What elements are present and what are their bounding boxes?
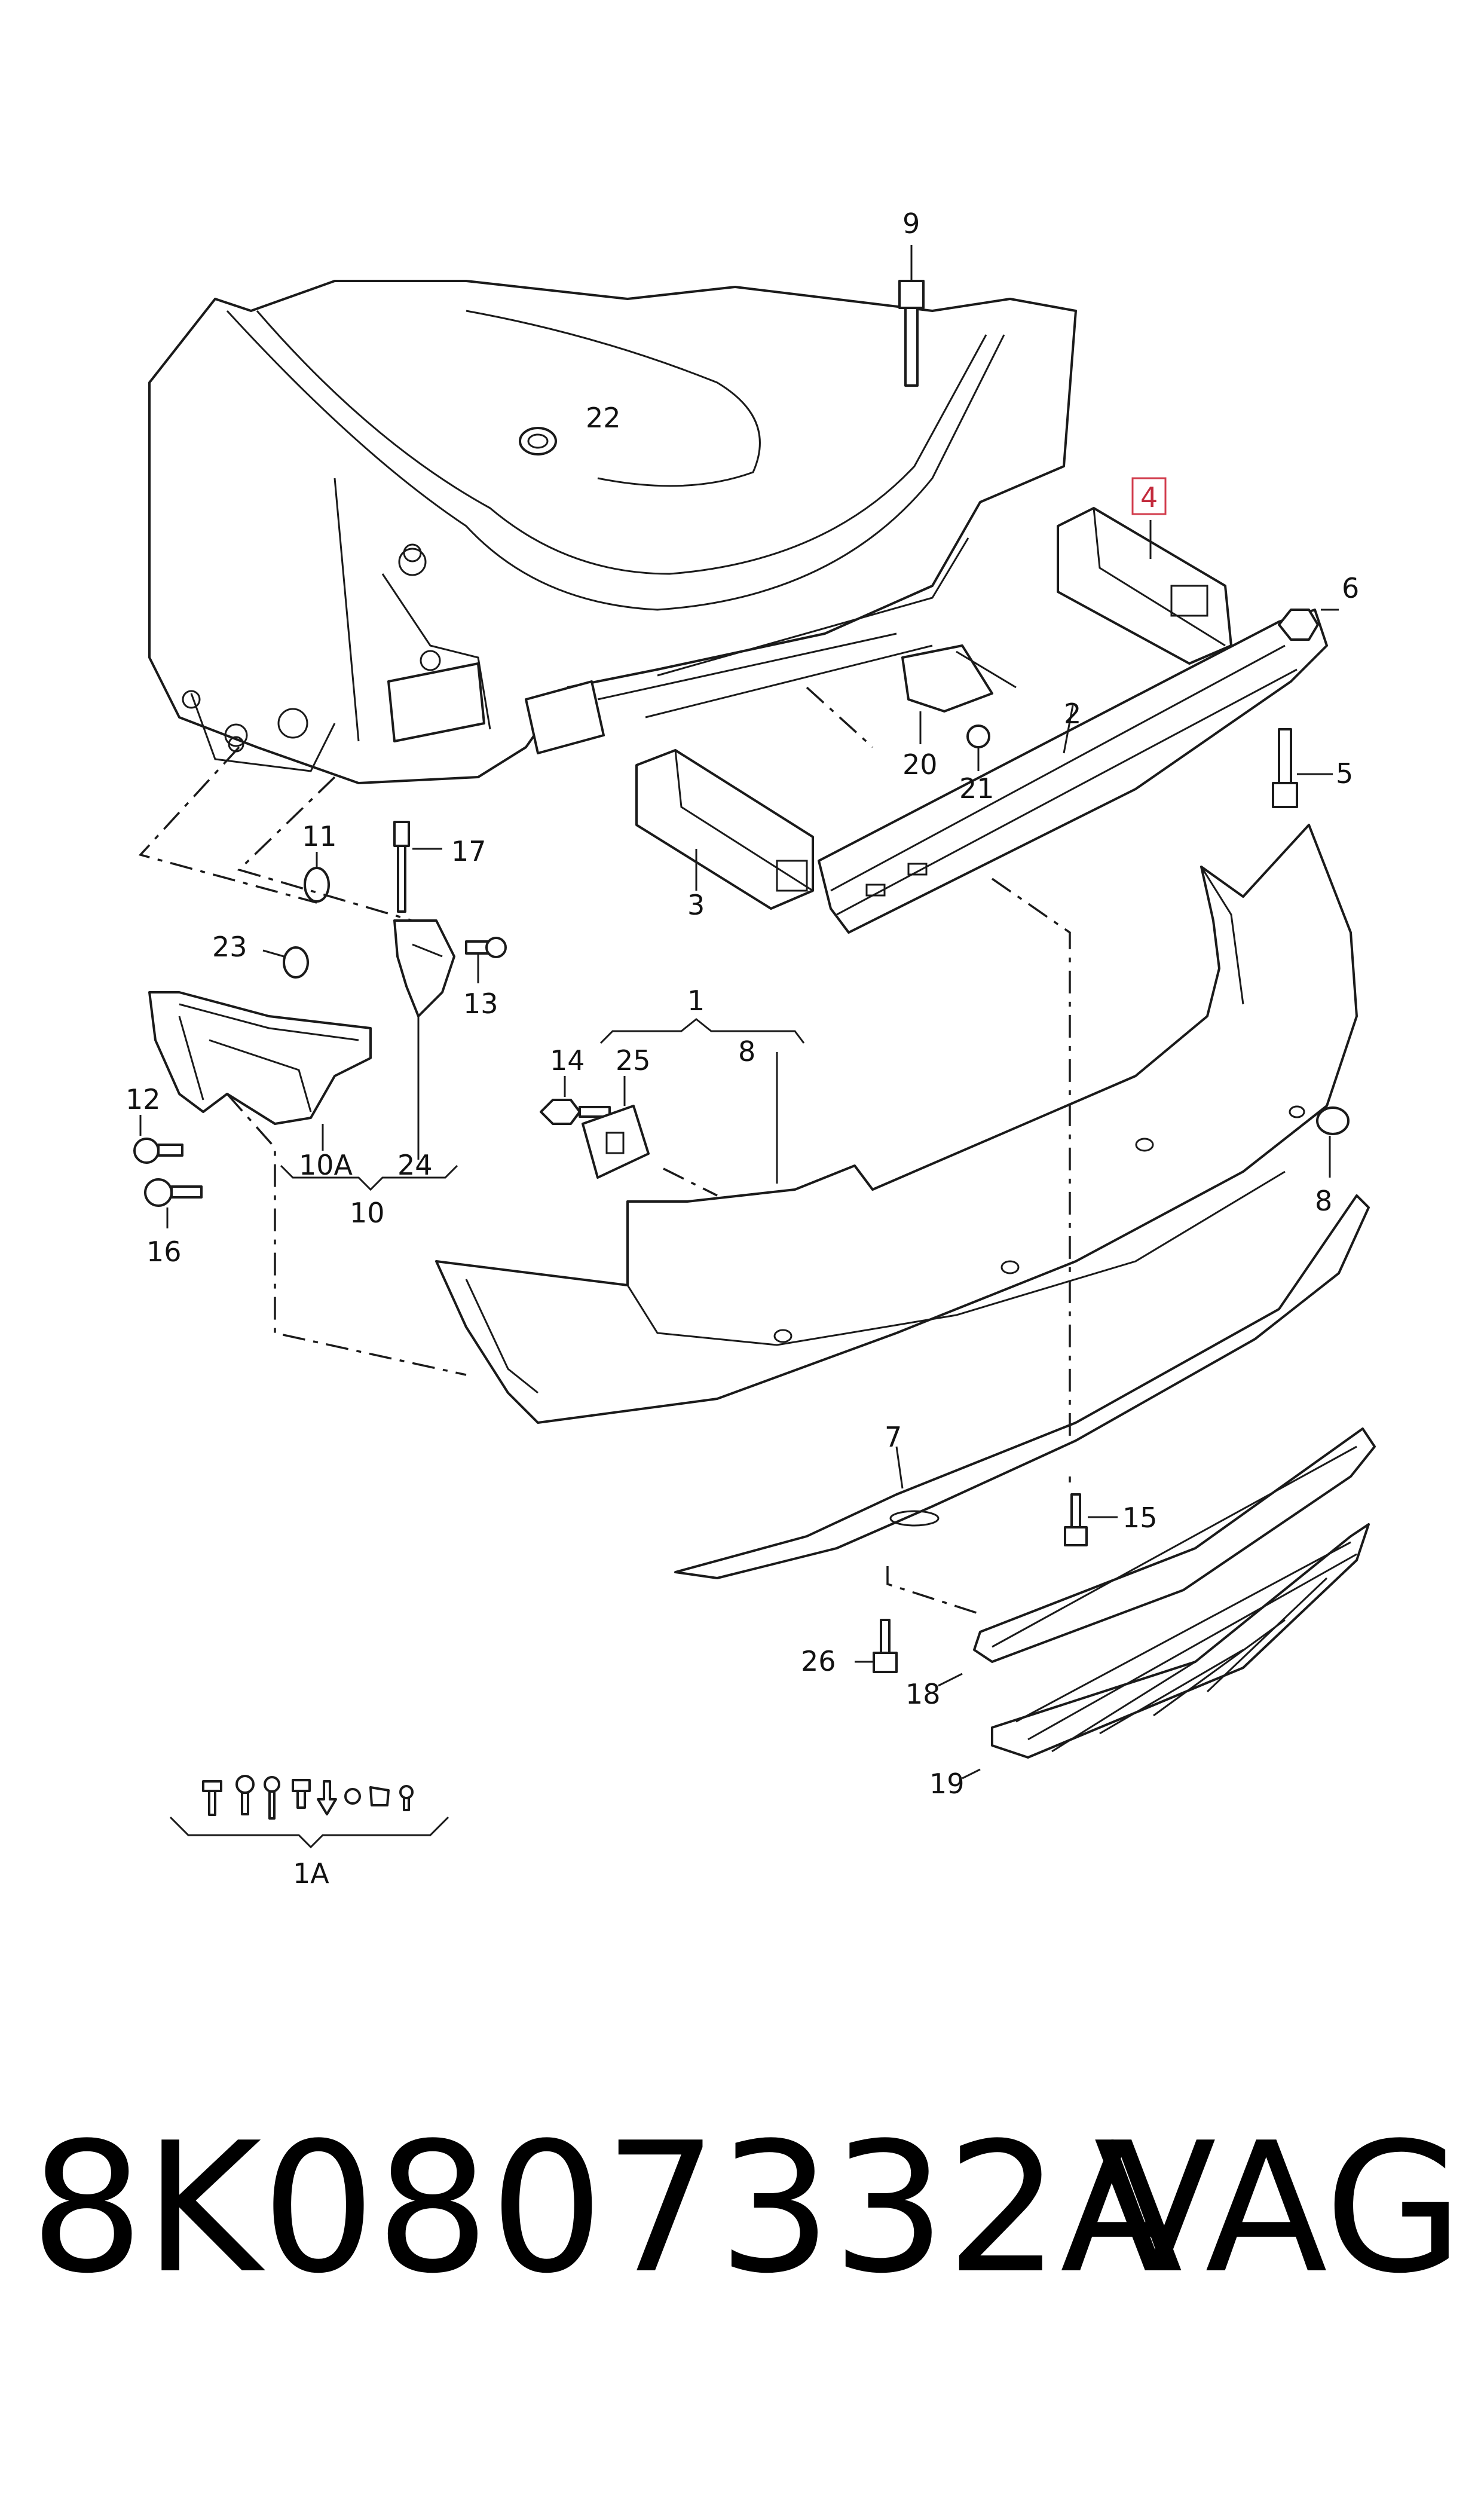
part-3-impact-absorber bbox=[635, 749, 814, 910]
callout-12: 12 bbox=[126, 1083, 161, 1115]
callout-6: 6 bbox=[1342, 572, 1359, 604]
callout-9: 9 bbox=[902, 207, 920, 240]
callout-15: 15 bbox=[1122, 1502, 1158, 1534]
callout-1A: 1A bbox=[293, 1857, 329, 1890]
callout-1: 1 bbox=[687, 985, 705, 1017]
part-21-nut bbox=[966, 724, 990, 771]
callout-18: 18 bbox=[905, 1678, 941, 1710]
callout-17: 17 bbox=[451, 835, 486, 867]
part-1A-hardware-set bbox=[202, 1775, 414, 1820]
callout-7: 7 bbox=[885, 1421, 902, 1453]
part-6-nut bbox=[1278, 609, 1339, 641]
callout-labels: 9 22 4 6 2 20 21 5 11 17 3 23 13 1 14 25… bbox=[126, 207, 1359, 1890]
callout-14: 14 bbox=[550, 1044, 585, 1077]
part-11-grommet bbox=[304, 852, 330, 903]
part-16-screw bbox=[144, 1178, 203, 1228]
brand-label: VAG bbox=[1094, 2104, 1464, 2313]
group-bracket-1A bbox=[169, 1816, 449, 1849]
callout-4-highlight-box bbox=[1131, 477, 1167, 515]
part-25-plate-bracket bbox=[582, 1076, 650, 1179]
part-8-bumper-cover bbox=[435, 824, 1358, 1424]
assembly-lines bbox=[138, 686, 1071, 1615]
part-10A-side-bracket bbox=[148, 991, 372, 1151]
callout-25: 25 bbox=[616, 1044, 651, 1077]
callout-26: 26 bbox=[801, 1645, 836, 1677]
part-4-impact-absorber bbox=[1057, 507, 1232, 665]
part-23-clip bbox=[262, 946, 309, 979]
callout-21: 21 bbox=[959, 772, 995, 805]
callout-10A: 10A bbox=[299, 1149, 353, 1181]
part-24-guide-bracket bbox=[393, 919, 455, 1160]
part-2-bumper-beam bbox=[818, 609, 1328, 934]
part-9-bolt bbox=[898, 245, 925, 387]
part-18-trim-strip bbox=[938, 1427, 1376, 1687]
callout-2: 2 bbox=[1064, 698, 1081, 730]
callout-11: 11 bbox=[302, 820, 337, 852]
part-17-pin bbox=[393, 821, 442, 913]
callout-4: 4 bbox=[1140, 481, 1158, 513]
part-12-screw bbox=[133, 1115, 183, 1164]
callout-19: 19 bbox=[929, 1768, 965, 1800]
callout-5: 5 bbox=[1336, 757, 1353, 790]
callout-22: 22 bbox=[586, 402, 621, 434]
part-7-lower-trim bbox=[674, 1194, 1370, 1579]
part-5-bolt bbox=[1272, 728, 1333, 808]
callout-3: 3 bbox=[687, 889, 705, 921]
part-19-grille bbox=[962, 1523, 1370, 1780]
callout-8-right: 8 bbox=[1315, 1185, 1332, 1217]
callout-24: 24 bbox=[397, 1149, 433, 1181]
parts-exploded-diagram: 9 22 4 6 2 20 21 5 11 17 3 23 13 1 14 25… bbox=[126, 207, 1376, 1890]
callout-20: 20 bbox=[902, 748, 938, 781]
callout-16: 16 bbox=[146, 1236, 182, 1268]
part-14-bolt bbox=[540, 1076, 611, 1125]
group-bracket-1 bbox=[599, 1018, 805, 1184]
part-20-bracket bbox=[901, 644, 1017, 744]
callout-8-top: 8 bbox=[738, 1035, 755, 1068]
callout-23: 23 bbox=[212, 931, 247, 963]
part-26-screw bbox=[855, 1619, 898, 1673]
car-body-rear bbox=[148, 280, 1077, 784]
callout-13: 13 bbox=[463, 988, 498, 1020]
part-13-screw bbox=[465, 937, 507, 983]
part-22-plug bbox=[519, 427, 557, 455]
callout-10: 10 bbox=[350, 1197, 385, 1229]
part-number-label: 8K0807332A bbox=[30, 2104, 1183, 2313]
part-15-screw bbox=[1064, 1493, 1118, 1546]
group-bracket-10 bbox=[280, 1164, 458, 1191]
